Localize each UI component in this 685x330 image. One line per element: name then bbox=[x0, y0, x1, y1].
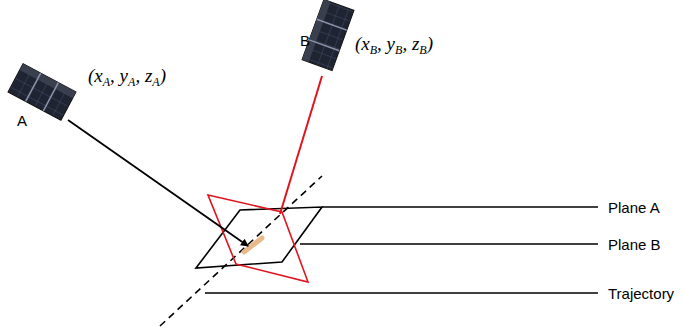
coordinate-label: (xA, yA, zA) bbox=[88, 66, 166, 85]
plane-a bbox=[196, 207, 322, 268]
sight-line-a bbox=[68, 120, 248, 246]
coordinate-label: (xB, yB, zB) bbox=[355, 34, 433, 53]
trajectory-line bbox=[160, 176, 322, 326]
leader-label: Trajectory bbox=[608, 286, 674, 301]
leader-line bbox=[322, 206, 598, 208]
leader-line bbox=[300, 243, 598, 245]
plane-b bbox=[208, 195, 308, 282]
leader-label: Plane B bbox=[608, 237, 661, 252]
sight-line-b bbox=[280, 76, 322, 214]
leader-label: Plane A bbox=[608, 200, 660, 215]
satellite-name: B bbox=[300, 33, 310, 48]
satellite-name: A bbox=[17, 113, 27, 128]
leader-line bbox=[205, 292, 598, 294]
satellite-a bbox=[8, 64, 76, 120]
